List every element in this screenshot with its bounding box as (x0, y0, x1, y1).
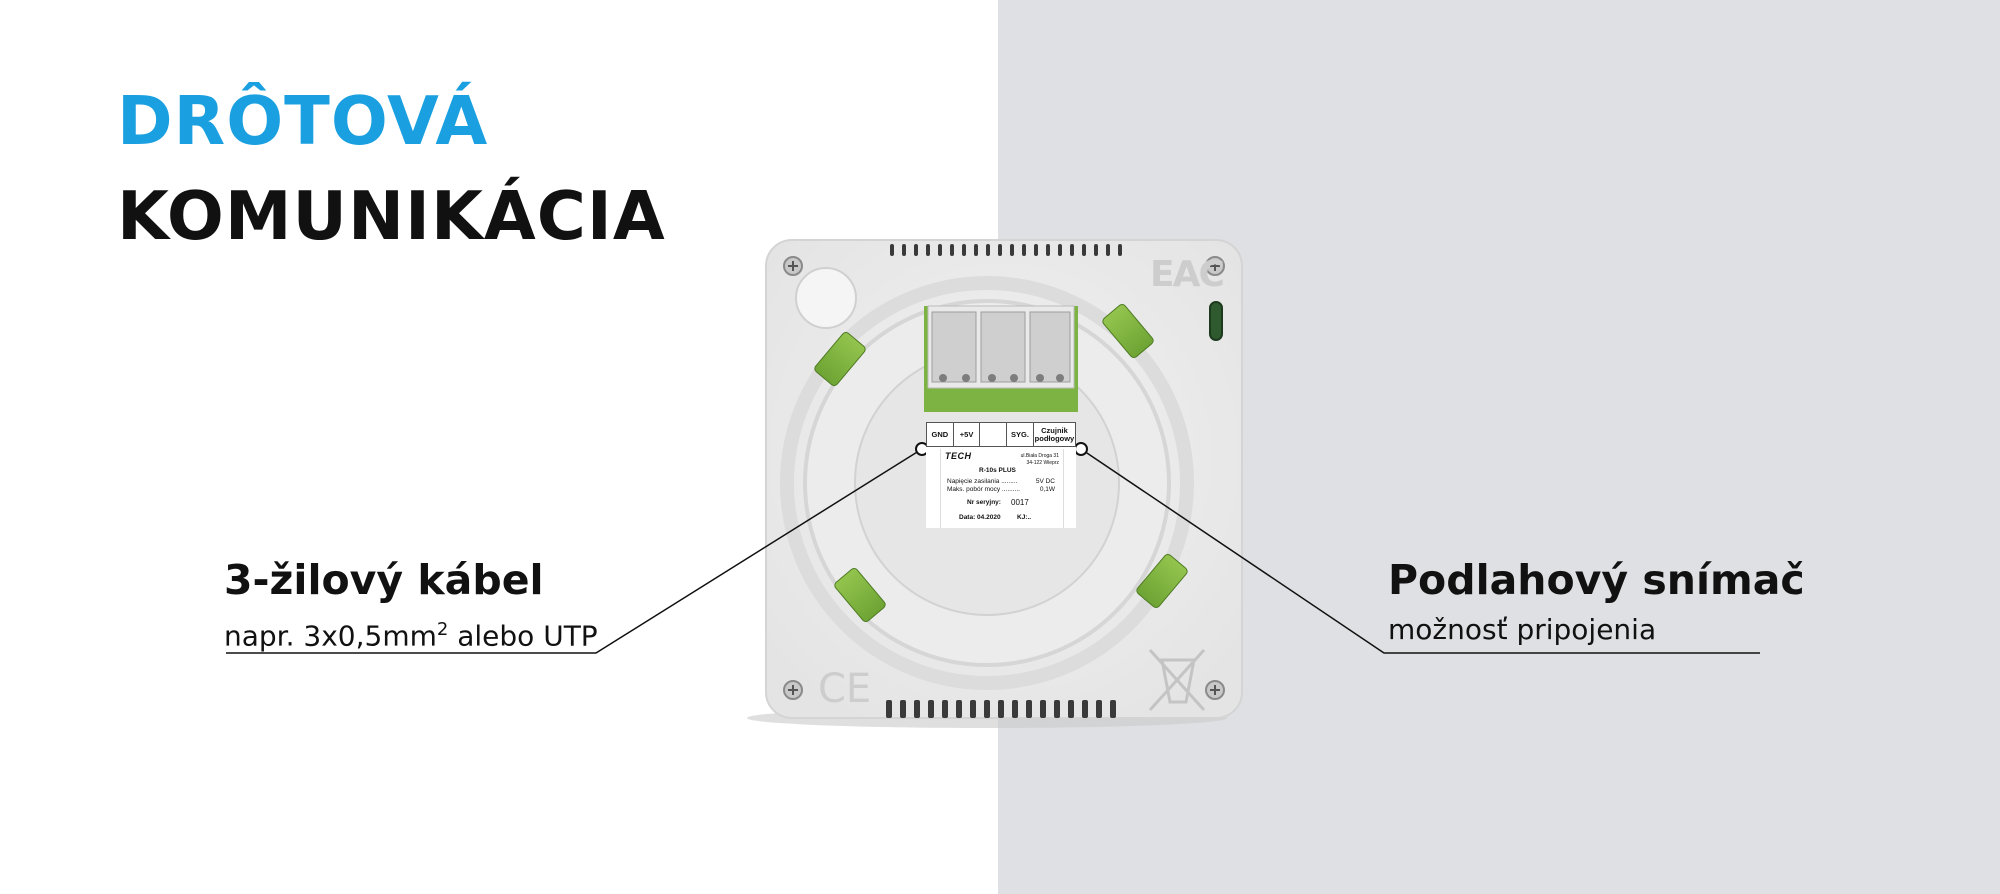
max-power-value: 0,1W (1039, 486, 1055, 493)
floor-sensor-callout-subtitle: možnosť pripojenia (1388, 613, 1657, 646)
terminal-label-floor-sensor: Czujnik podłogowy (1034, 425, 1075, 443)
max-power-label: Maks. pobór mocy .......... (947, 486, 1020, 493)
terminal-label-syg: SYG. (1007, 423, 1034, 446)
serial-number-value: 0017 (1011, 498, 1029, 507)
supply-voltage-label: Napięcie zasilania ......... (947, 478, 1018, 485)
device-rating-label: GND +5V SYG. Czujnik podłogowy TECH ul.B… (926, 422, 1076, 528)
cable-callout-subtitle: napr. 3x0,5mm2 alebo UTP (224, 612, 598, 654)
top-vents (890, 244, 1122, 256)
serial-number-label: Nr seryjny: (967, 499, 1001, 506)
floor-sensor-callout-title: Podlahový snímač (1388, 556, 1805, 604)
heading-line-1: DRÔTOVÁ (117, 82, 489, 160)
weee-bin-icon (1148, 648, 1206, 712)
status-led-window (1209, 301, 1223, 341)
eac-mark: EAC (1150, 254, 1225, 295)
quality-control-label: KJ:.. (1017, 514, 1032, 521)
screw-slots (788, 261, 1220, 695)
label-info-box: TECH ul.Biała Droga 31 34-122 Wieprz R-1… (940, 449, 1064, 528)
terminal-label-row: GND +5V SYG. Czujnik podłogowy (926, 422, 1076, 447)
production-date: Data: 04.2020 (959, 514, 1001, 521)
cable-alt-text: alebo UTP (448, 619, 598, 653)
brand-logo: TECH (945, 451, 972, 461)
ce-mark: CE (818, 666, 872, 712)
mounting-ring-outer (780, 276, 1194, 690)
model-name: R-10s PLUS (979, 467, 1016, 474)
terminal-label-gnd: GND (927, 423, 954, 446)
bottom-vents (886, 700, 1116, 718)
callout-leader-lines (226, 448, 1760, 654)
cable-spec-text: napr. 3x0,5mm (224, 619, 437, 653)
terminal-label-empty (980, 423, 1008, 446)
cable-callout-title: 3-žilový kábel (224, 556, 544, 604)
round-knob (795, 267, 857, 329)
terminal-screws (939, 374, 1064, 382)
terminal-slots (931, 311, 1071, 383)
heading-line-2: KOMUNIKÁCIA (117, 177, 666, 255)
supply-voltage-value: 5V DC (1035, 478, 1055, 485)
terminal-label-5v: +5V (954, 423, 981, 446)
address-line-1: ul.Biała Droga 31 (1020, 453, 1059, 459)
address-line-2: 34-122 Wieprz (1026, 460, 1059, 466)
green-clips (814, 303, 1188, 623)
squared-superscript: 2 (436, 619, 449, 640)
